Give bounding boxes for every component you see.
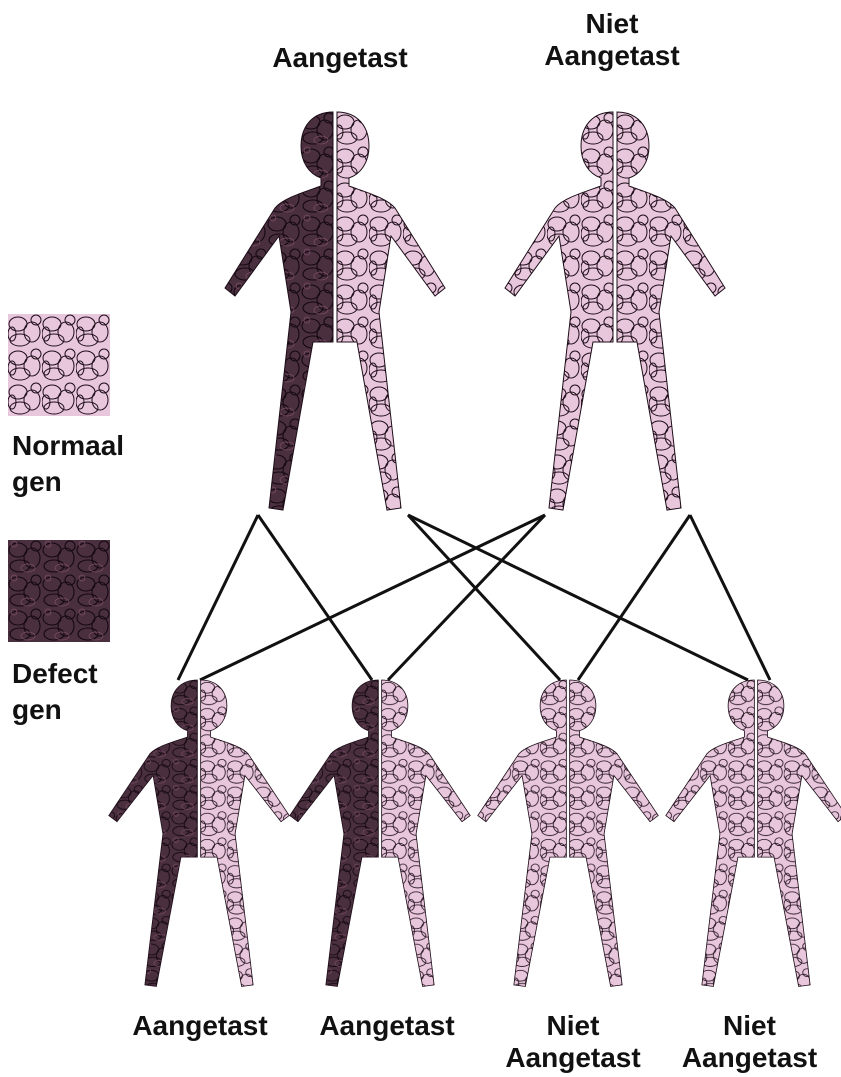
normal-gene-line1: Normaal: [12, 428, 124, 464]
normal-gene-half-right: [617, 112, 725, 510]
line-affected-right-to-child-4: [408, 515, 748, 680]
defect-gene-half: [225, 112, 333, 510]
defect-gene-swatch: [8, 540, 110, 642]
child-2-line1: Aangetast: [287, 1010, 487, 1042]
child-2-figure: [290, 680, 470, 986]
parent-unaffected-line1: Niet: [512, 8, 712, 40]
line-unaffected-left-to-child-2: [388, 515, 545, 680]
parent-affected-figure: [225, 112, 445, 510]
child-3-figure: [478, 680, 658, 986]
parent-unaffected-label: Niet Aangetast: [512, 8, 712, 72]
child-4-label: Niet Aangetast: [658, 1010, 841, 1074]
line-unaffected-right-to-child-3: [578, 515, 690, 680]
defect-gene-line2: gen: [12, 692, 98, 728]
normal-gene-swatch: [8, 314, 110, 416]
child-1-figure: [109, 680, 289, 986]
line-unaffected-left-to-child-1: [200, 515, 545, 680]
child-4-line2: Aangetast: [658, 1042, 841, 1074]
defect-gene-line1: Defect: [12, 656, 98, 692]
line-affected-left-to-child-1: [178, 515, 258, 680]
parent-affected-text: Aangetast: [272, 42, 407, 73]
inheritance-lines: [178, 515, 770, 680]
child-3-line2: Aangetast: [473, 1042, 673, 1074]
normal-gene-half: [337, 112, 445, 510]
defect-gene-label: Defect gen: [12, 656, 98, 728]
line-affected-right-to-child-3: [408, 515, 560, 680]
child-3-label: Niet Aangetast: [473, 1010, 673, 1074]
normal-gene-half-left: [505, 112, 613, 510]
parent-unaffected-line2: Aangetast: [512, 40, 712, 72]
line-affected-left-to-child-2: [258, 515, 372, 680]
child-4-line1: Niet: [658, 1010, 841, 1042]
child-1-label: Aangetast: [100, 1010, 300, 1042]
child-3-line1: Niet: [473, 1010, 673, 1042]
parent-affected-label: Aangetast: [240, 42, 440, 74]
child-1-line1: Aangetast: [100, 1010, 300, 1042]
normal-gene-line2: gen: [12, 464, 124, 500]
child-2-label: Aangetast: [287, 1010, 487, 1042]
child-4-figure: [666, 680, 841, 986]
line-unaffected-right-to-child-4: [690, 515, 770, 680]
parent-unaffected-figure: [505, 112, 725, 510]
normal-gene-label: Normaal gen: [12, 428, 124, 500]
